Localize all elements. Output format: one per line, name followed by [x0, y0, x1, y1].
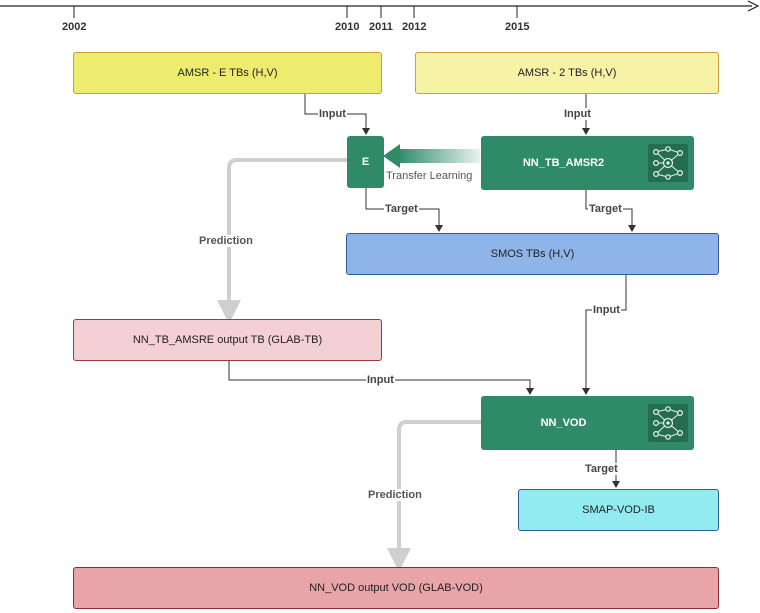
- smos-tbs-box: SMOS TBs (H,V): [346, 233, 719, 275]
- connector-e-prediction: [217, 158, 347, 324]
- nn-vod-label: NN_VOD: [540, 417, 587, 429]
- amsr2-tbs-box: AMSR - 2 TBs (H,V): [415, 52, 719, 94]
- prediction-label-e: Prediction: [198, 235, 254, 247]
- target-label-vod: Target: [584, 463, 619, 475]
- neural-network-icon: [648, 404, 688, 442]
- nn-tb-amsre-output-box: NN_TB_AMSRE output TB (GLAB-TB): [73, 319, 382, 361]
- target-label-amsr2: Target: [588, 203, 623, 215]
- smap-vod-ib-box: SMAP-VOD-IB: [518, 489, 719, 531]
- nn-vod-output-box: NN_VOD output VOD (GLAB-VOD): [73, 567, 719, 609]
- amsre-tbs-box: AMSR - E TBs (H,V): [73, 52, 382, 94]
- transfer-learning-label: Transfer Learning: [386, 170, 473, 182]
- input-label-smos: Input: [592, 304, 621, 316]
- target-label-e: Target: [384, 203, 419, 215]
- year-label: 2015: [505, 21, 530, 33]
- input-label-amsre: Input: [318, 108, 347, 120]
- connector-vod-prediction: [387, 420, 481, 572]
- e-model-box: E: [347, 136, 384, 188]
- input-label-amsr2: Input: [563, 108, 592, 120]
- nn-tb-amsr2-label: NN_TB_AMSR2: [522, 157, 605, 169]
- year-label: 2011: [369, 21, 393, 33]
- nn-tb-amsr2-model: NN_TB_AMSR2: [481, 136, 694, 190]
- transfer-learning-arrowhead: [383, 144, 400, 168]
- connector-smos-to-vod: [582, 275, 627, 395]
- neural-network-icon: [648, 144, 688, 182]
- timeline-arrowhead: [747, 0, 760, 12]
- year-label: 2002: [62, 21, 87, 33]
- prediction-label-vod: Prediction: [367, 489, 423, 501]
- transfer-learning-bar: [398, 149, 480, 163]
- input-label-amsre-out: Input: [366, 374, 395, 386]
- year-label: 2012: [402, 21, 427, 33]
- nn-vod-model: NN_VOD: [481, 396, 694, 450]
- year-label: 2010: [335, 21, 360, 33]
